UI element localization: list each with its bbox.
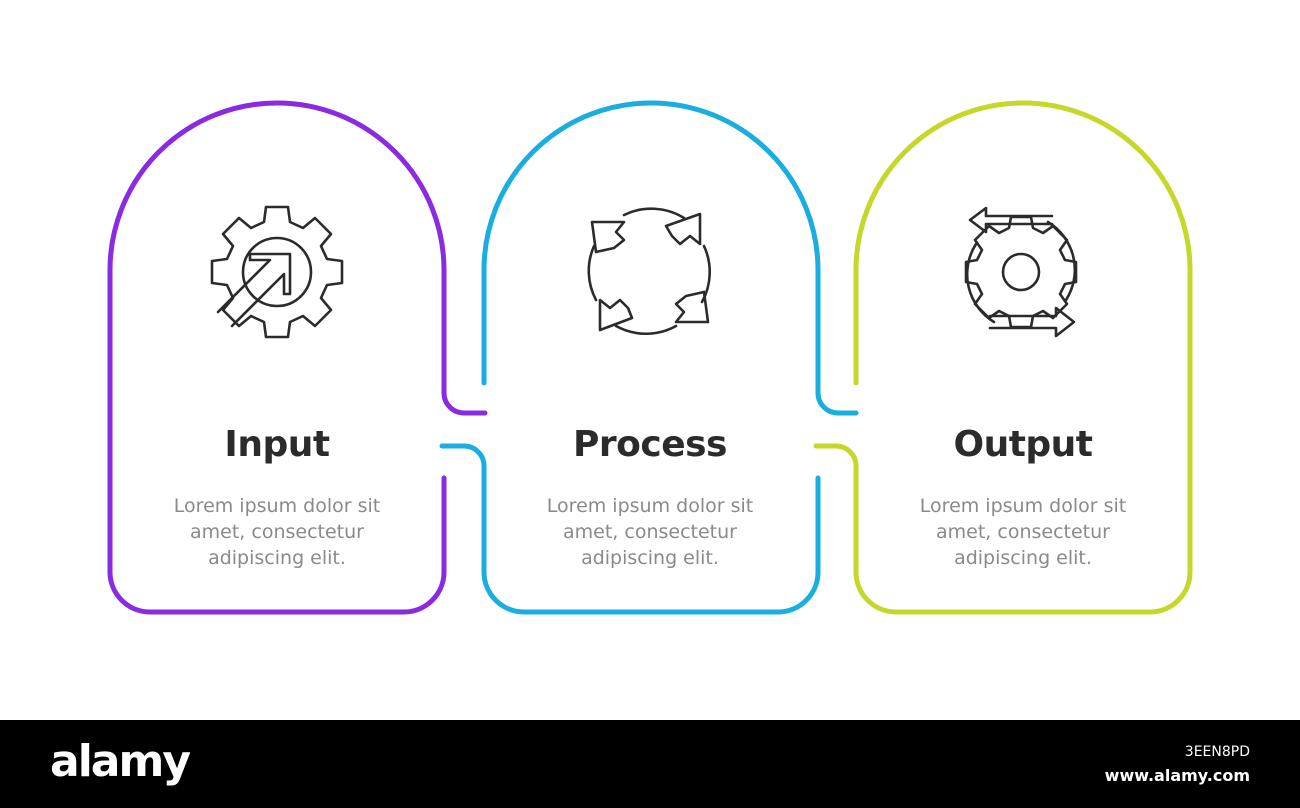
watermark-bar: alamy 3EEN8PD www.alamy.com [0, 720, 1300, 808]
step-title-process: Process [573, 424, 727, 465]
step-description-process: Lorem ipsum dolor sit amet, consectetur … [500, 493, 800, 571]
step-description-output: Lorem ipsum dolor sit amet, consectetur … [873, 493, 1173, 571]
step-title-input: Input [224, 424, 330, 465]
description-line: Lorem ipsum dolor sit [546, 495, 754, 517]
description-line: Lorem ipsum dolor sit [919, 495, 1127, 517]
description-line: amet, consectetur [190, 521, 364, 543]
description-line: amet, consectetur [563, 521, 737, 543]
circular-arrows-icon [587, 207, 712, 336]
description-line: adipiscing elit. [208, 547, 346, 569]
description-line: adipiscing elit. [581, 547, 719, 569]
description-line: amet, consectetur [936, 521, 1110, 543]
step-title-output: Output [953, 424, 1093, 465]
brand-logo: alamy [50, 736, 191, 787]
input-frame [107, 100, 488, 615]
description-line: adipiscing elit. [954, 547, 1092, 569]
gear-with-arrow-icon [210, 205, 344, 339]
process-frame [481, 100, 859, 416]
process-frame-lower [439, 443, 821, 615]
output-frame [813, 100, 1193, 615]
process-diagram [107, 100, 1193, 615]
step-description-input: Lorem ipsum dolor sit amet, consectetur … [127, 493, 427, 571]
gear-cycle-arrows-icon [964, 206, 1078, 338]
description-line: Lorem ipsum dolor sit [173, 495, 381, 517]
image-id: 3EEN8PD [1184, 744, 1250, 760]
site-url: www.alamy.com [1104, 766, 1250, 785]
